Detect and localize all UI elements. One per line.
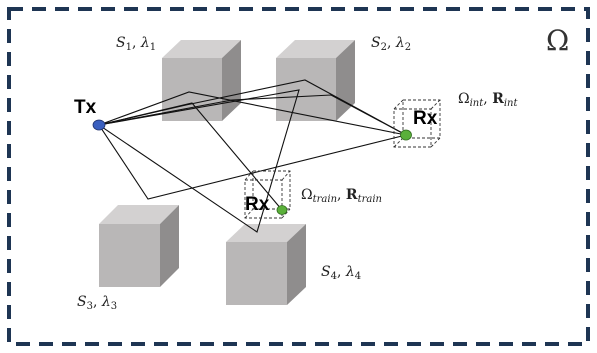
transmitter-marker — [92, 119, 106, 131]
cube-side-face — [160, 205, 179, 287]
cube-top-face — [226, 224, 306, 242]
receiver-train-region-label: Ωtrain, Rtrain — [301, 187, 382, 205]
receiver-marker-train — [276, 205, 288, 215]
scatterer-label-s1: S1, λ1 — [116, 35, 156, 53]
region-box-int — [393, 99, 441, 148]
cube-top-face — [162, 40, 241, 58]
ray-path — [98, 124, 407, 200]
receiver-int-label: Rx — [413, 108, 438, 129]
scatterer-cube-s2 — [276, 40, 355, 121]
ray-path — [98, 89, 300, 233]
region-label: Ω — [546, 24, 569, 57]
region-boundary — [7, 7, 590, 346]
ray-path — [98, 91, 407, 136]
cube-front-face — [226, 242, 287, 305]
receiver-int-region-label: Ωint, Rint — [458, 91, 518, 109]
scatterer-label-s2: S2, λ2 — [371, 35, 411, 53]
scatterer-label-s3: S3, λ3 — [77, 294, 117, 312]
cube-side-face — [287, 224, 306, 305]
scatterer-label-s4: S4, λ4 — [321, 264, 361, 282]
cube-top-face — [99, 205, 179, 224]
receiver-train-label: Rx — [245, 194, 270, 215]
scatterer-cube-s1 — [162, 40, 241, 121]
receiver-marker-int — [400, 129, 412, 141]
region-box-train — [244, 170, 291, 219]
cube-front-face — [162, 58, 222, 121]
ray-paths — [98, 79, 407, 233]
ray-path — [98, 79, 407, 136]
ray-path — [98, 102, 283, 211]
scatterer-cube-s4 — [226, 224, 306, 305]
scatterer-cube-s3 — [99, 205, 179, 287]
cube-top-face — [276, 40, 355, 58]
cube-front-face — [99, 224, 160, 287]
cube-front-face — [276, 58, 336, 121]
transmitter-label: Tx — [74, 97, 97, 118]
ray-path — [98, 94, 407, 136]
